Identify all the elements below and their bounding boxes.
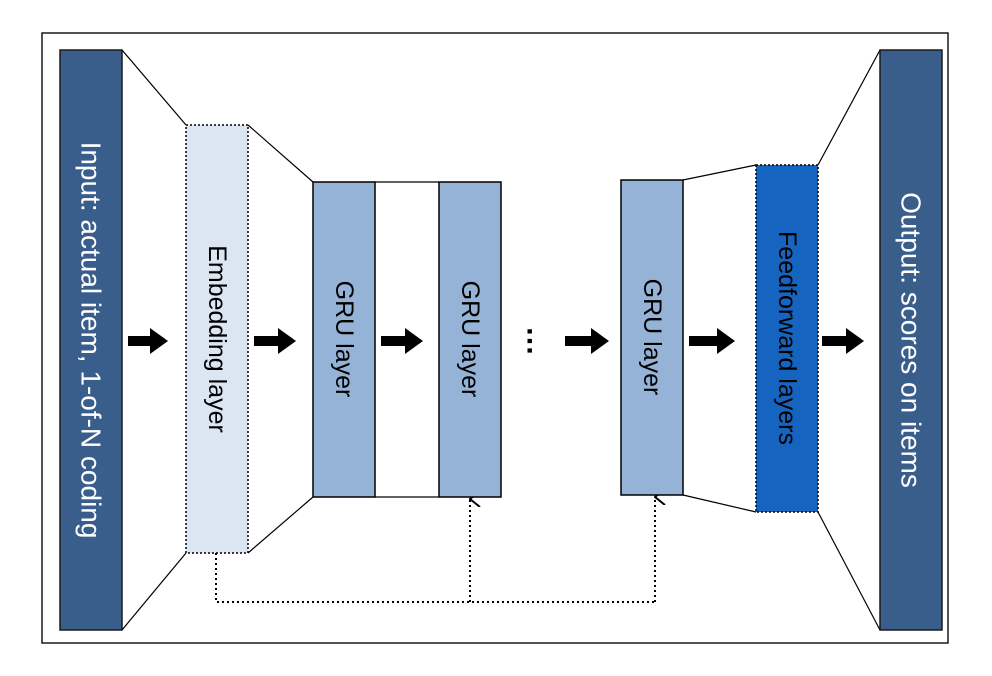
gru-layer-label-2: GRU layer [456,281,484,398]
forward-arrows [128,328,864,354]
arrow-gru-to-gru [381,328,423,354]
gru-layer-block-n [620,179,684,496]
input-label: Input: actual item, 1-of-N coding [76,142,107,539]
embedding-skip-connections [215,497,655,603]
arrow-gru-to-feedforward [689,328,735,354]
arrow-feedforward-to-output [822,328,864,354]
feedforward-layers-label: Feedforward layers [773,231,801,445]
arrow-input-to-embedding [128,328,168,354]
arrow-ellipsis-to-gru [565,328,609,354]
output-label: Output: scores on items [896,192,927,488]
gru-layer-label-1: GRU layer [330,281,358,398]
feedforward-layers-block [755,164,819,513]
embedding-layer-label: Embedding layer [203,245,231,433]
arrow-embedding-to-gru [254,328,296,354]
gru-layer-block-2 [438,181,502,498]
output-block [879,49,943,631]
input-block [59,49,123,631]
connector-lines [121,49,881,631]
gru-layer-block-1 [312,181,376,498]
embedding-layer-block [185,124,249,554]
ellipsis-more-layers: … [521,326,554,356]
gru-layer-label-n: GRU layer [638,279,666,396]
